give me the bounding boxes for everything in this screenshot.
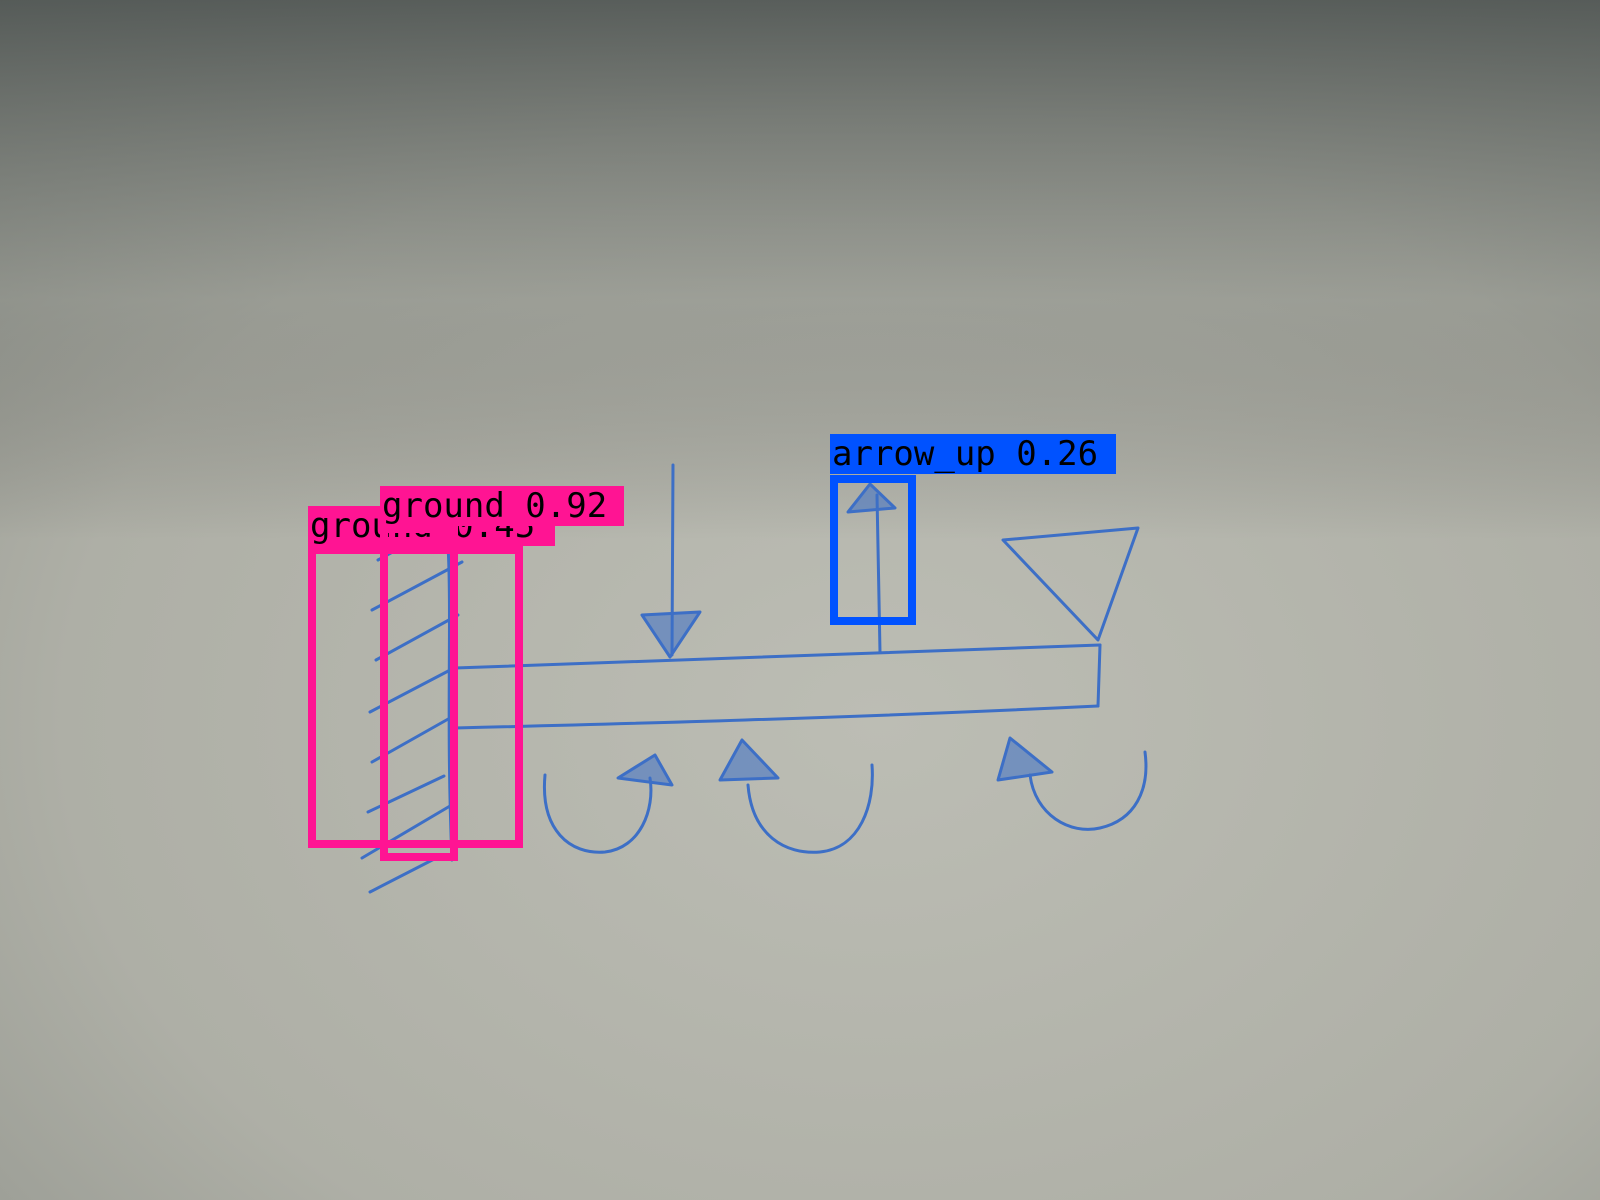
moment-arrow-1-head <box>616 753 674 787</box>
beam-bottom <box>453 704 1100 730</box>
moment-arrow-1 <box>542 773 653 854</box>
moment-arrow-3-head <box>996 736 1054 782</box>
detection-label-arrow-up: arrow_up 0.26 <box>830 434 1116 474</box>
moment-arrow-2 <box>746 763 874 854</box>
up-arrow-head <box>846 482 897 514</box>
detection-box-ground-low <box>308 546 523 848</box>
moment-arrow-2-head <box>718 738 780 782</box>
moment-arrow-3 <box>1028 750 1148 831</box>
detection-box-ground-high <box>380 525 458 861</box>
beam-end <box>1096 643 1102 708</box>
up-arrow-shaft <box>875 493 882 654</box>
detection-label-ground-high: ground 0.92 <box>380 486 624 526</box>
detection-box-arrow-up <box>830 475 916 625</box>
force-arrow-head <box>640 610 702 659</box>
triangle-load <box>1001 526 1140 642</box>
